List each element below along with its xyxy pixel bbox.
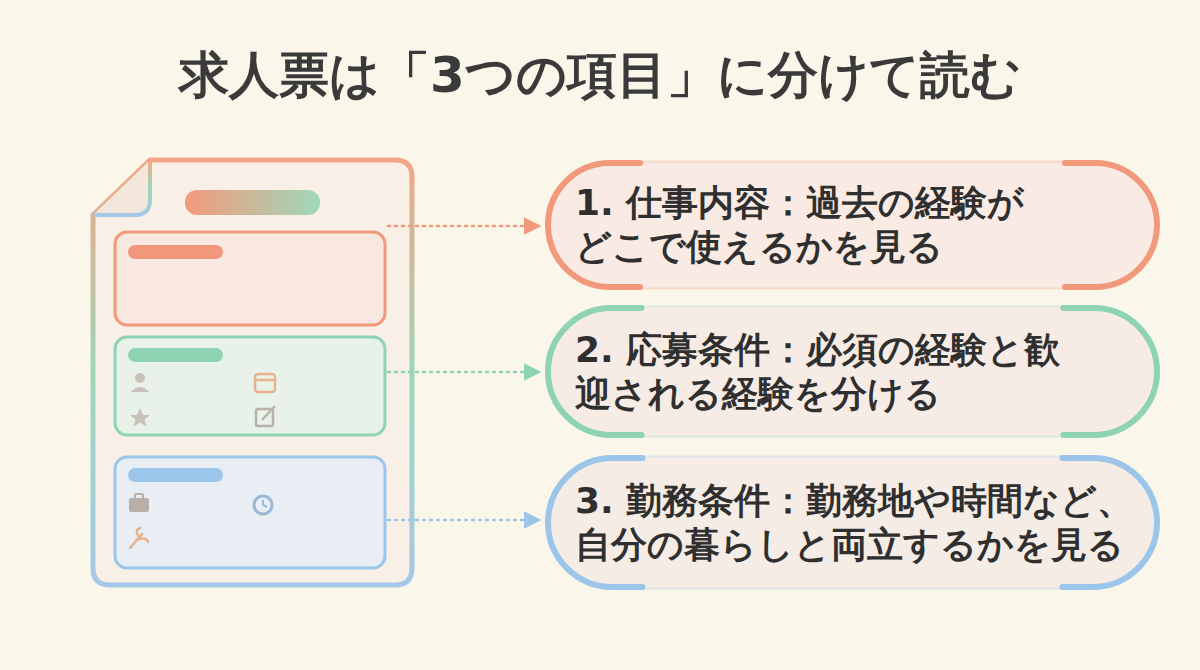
pill-box: 2. 応募条件：必須の経験と歓 迎される経験を分ける xyxy=(545,305,1160,438)
star-icon xyxy=(130,408,150,427)
clock-icon xyxy=(263,500,267,507)
text-line xyxy=(160,376,215,380)
diagram-title: 求人票は「3つの項目」に分けて読む xyxy=(0,40,1200,110)
text-line xyxy=(160,533,370,538)
bracket-arc xyxy=(1063,458,1158,587)
pill-box: 1. 仕事内容：過去の経験が どこで使えるかを見る xyxy=(545,160,1160,290)
text-line xyxy=(160,388,205,392)
pill-fill xyxy=(547,307,1159,437)
text-line xyxy=(158,498,240,502)
text-line xyxy=(282,510,330,514)
text-line xyxy=(160,410,215,414)
clock-icon xyxy=(254,496,272,514)
header-bar xyxy=(185,190,320,215)
panel-heading-bar xyxy=(128,348,223,362)
calendar-icon xyxy=(255,374,275,392)
bracket-arc xyxy=(1065,163,1157,287)
box-text: 2. 応募条件：必須の経験と歓 迎される経験を分ける xyxy=(575,328,1154,416)
panel-heading-bar xyxy=(128,468,223,482)
briefcase-icon xyxy=(135,494,143,499)
box-text: 3. 勤務条件：勤務地や時間など、 自分の暮らしと両立するかを見る xyxy=(575,479,1154,567)
folded-corner xyxy=(93,160,150,215)
document-sheet xyxy=(93,160,412,585)
pill-outline xyxy=(545,455,1160,590)
person-icon xyxy=(135,373,145,383)
dotted-leader xyxy=(388,225,538,228)
section-panel xyxy=(115,337,385,435)
calendar-icon xyxy=(255,379,275,382)
section-panel xyxy=(115,232,385,325)
edit-icon xyxy=(262,406,275,420)
text-line xyxy=(285,376,345,380)
pill-fill xyxy=(547,457,1159,589)
box-text: 1. 仕事内容：過去の経験が どこで使えるかを見る xyxy=(575,181,1154,269)
text-line xyxy=(158,510,205,514)
text-line xyxy=(130,286,370,291)
section-panel xyxy=(115,457,385,568)
pill-outline xyxy=(545,305,1160,438)
text-line xyxy=(285,410,345,414)
briefcase-icon xyxy=(129,498,149,512)
pill-fill xyxy=(547,162,1159,289)
pill-box: 3. 勤務条件：勤務地や時間など、 自分の暮らしと両立するかを見る xyxy=(545,455,1160,590)
text-line xyxy=(160,422,240,426)
bracket-arc xyxy=(548,163,640,287)
bracket-arc xyxy=(548,458,643,587)
person-icon xyxy=(131,387,149,392)
leaf-icon xyxy=(130,528,148,548)
pill-outline xyxy=(545,160,1160,290)
text-line xyxy=(130,301,300,306)
panel-heading-bar xyxy=(128,245,223,259)
dotted-leader xyxy=(388,519,538,522)
text-line xyxy=(150,270,370,275)
bracket-arc xyxy=(1064,308,1158,435)
text-line xyxy=(160,547,300,552)
dotted-leader xyxy=(388,371,538,374)
bracket-arc xyxy=(548,308,642,435)
text-line xyxy=(285,388,335,392)
text-line xyxy=(285,422,355,426)
text-line xyxy=(282,498,350,502)
